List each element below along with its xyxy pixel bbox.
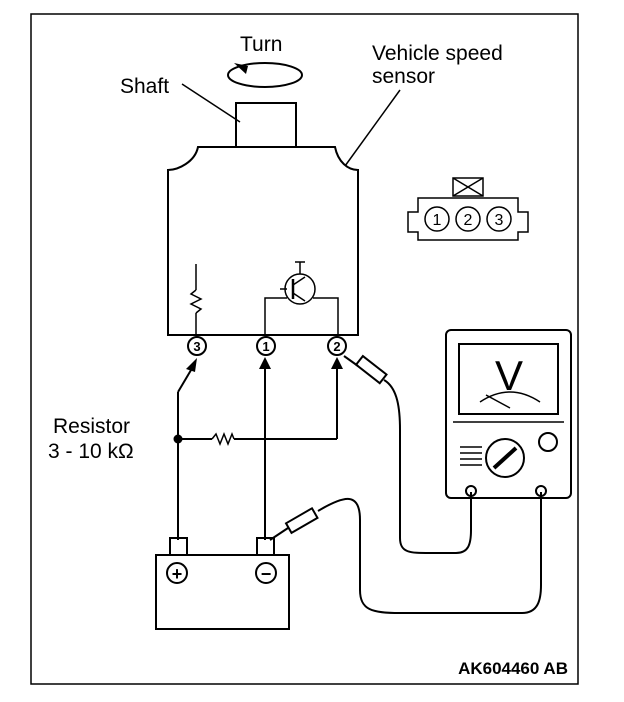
wire-battery-negative-to-terminal-1	[259, 357, 271, 540]
voltmeter-probe-positive	[343, 354, 472, 554]
connector-pin-3: 3	[495, 212, 504, 229]
connector-icon	[407, 177, 529, 241]
battery-negative-symbol: −	[261, 564, 272, 584]
resistor-label-line1: Resistor	[53, 415, 130, 438]
battery	[155, 537, 290, 630]
wire-battery-positive-to-terminal-3	[177, 358, 197, 540]
voltmeter-probe-negative	[269, 492, 542, 614]
svg-text:1: 1	[262, 339, 269, 354]
diagram-frame	[30, 13, 579, 685]
figure-caption: AK604460 AB	[458, 659, 568, 678]
rotation-arrow-icon	[227, 62, 303, 88]
voltmeter	[445, 329, 572, 499]
shaft	[235, 102, 297, 148]
external-resistor	[178, 357, 343, 447]
terminal-3: 3	[187, 336, 207, 356]
resistor-label-line2: 3 - 10 kΩ	[48, 440, 134, 463]
connector-pin-2: 2	[464, 212, 473, 229]
svg-text:2: 2	[333, 339, 340, 354]
connector-pin-1: 1	[433, 212, 442, 229]
sensor-label-line1: Vehicle speed	[372, 42, 503, 65]
terminal-1: 1	[256, 336, 276, 356]
transistor-icon	[280, 261, 316, 305]
sensor-label-line2: sensor	[372, 65, 435, 88]
turn-label: Turn	[240, 33, 282, 56]
shaft-label: Shaft	[120, 75, 169, 98]
svg-text:3: 3	[193, 339, 200, 354]
sensor-body	[167, 146, 359, 336]
terminal-2: 2	[327, 336, 347, 356]
battery-positive-symbol: +	[172, 564, 183, 584]
sensor-leader-line	[344, 89, 401, 167]
transistor-lead-terminal-2	[313, 297, 339, 335]
internal-resistor	[189, 264, 203, 335]
transistor-lead-terminal-1	[264, 297, 287, 335]
shaft-leader-line	[181, 83, 241, 123]
voltmeter-symbol: V	[495, 352, 523, 399]
